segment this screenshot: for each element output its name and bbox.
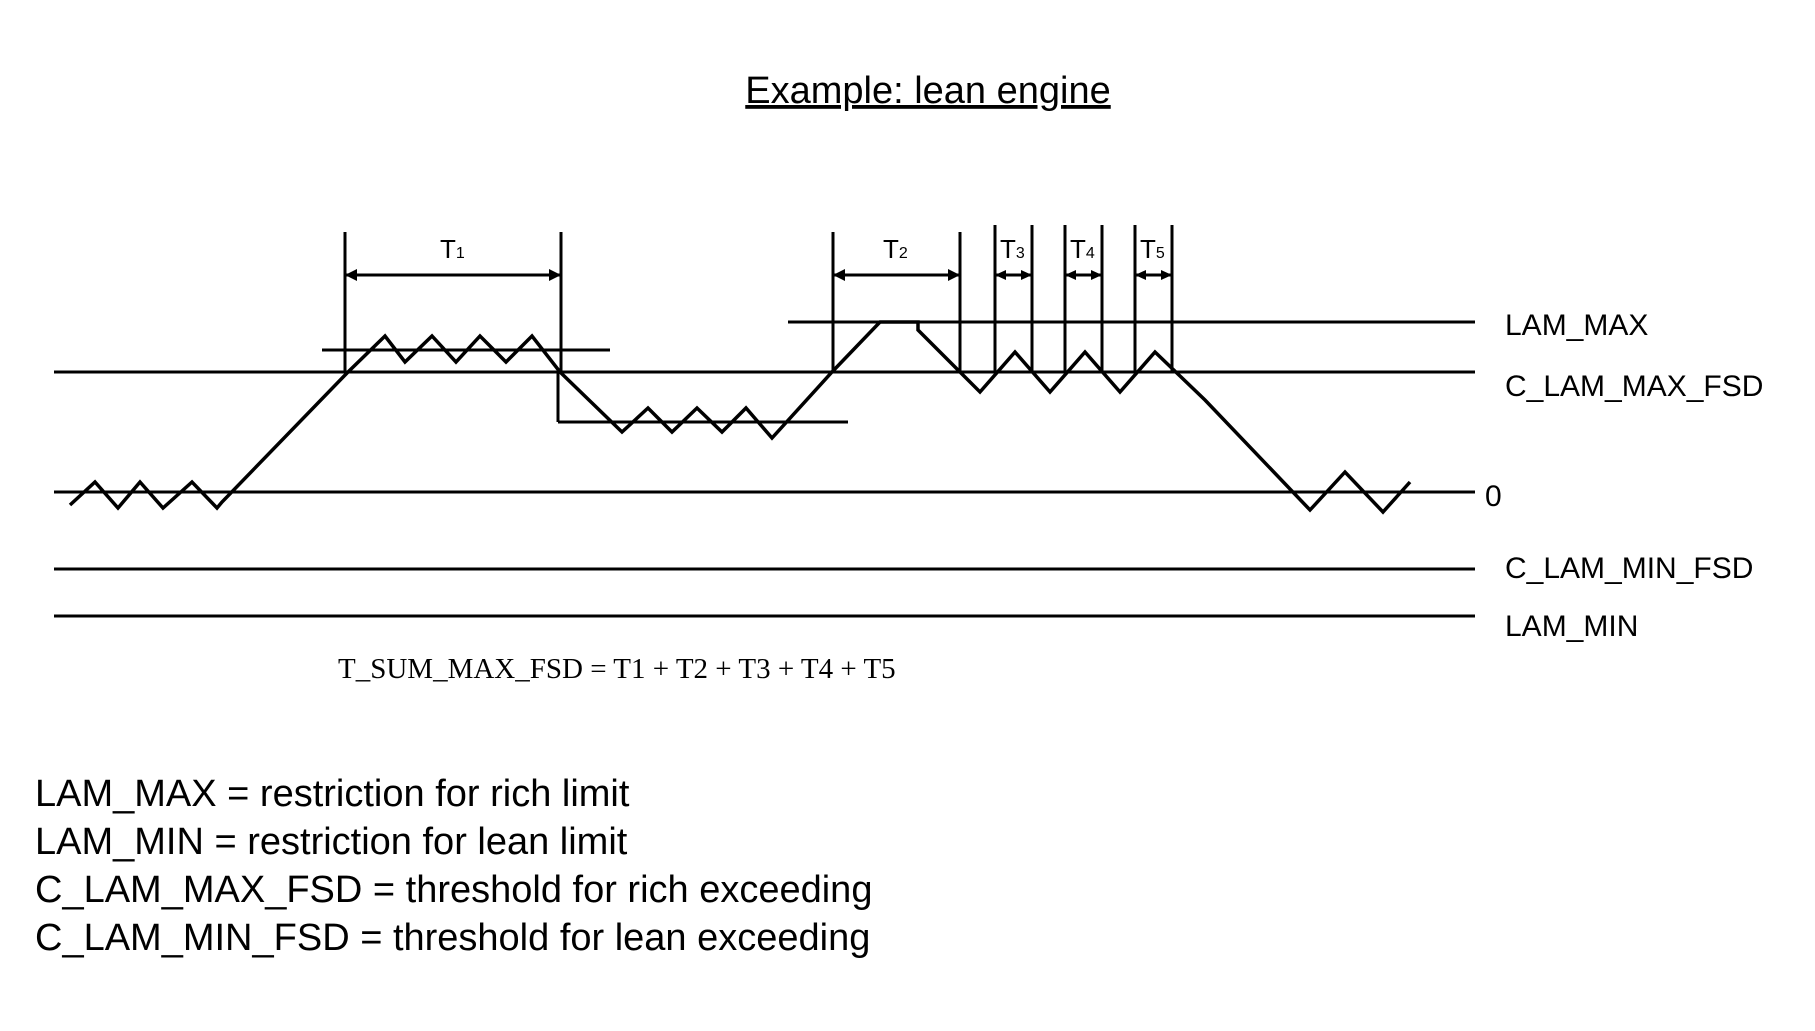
label-lam-max: LAM_MAX	[1505, 309, 1648, 342]
lambda-signal	[68, 320, 1412, 515]
label-c-lam-min-fsd: C_LAM_MIN_FSD	[1505, 552, 1753, 585]
interval-label-t1: T1	[440, 234, 465, 264]
t1-dimension-arrow	[345, 269, 561, 281]
sum-equation: T_SUM_MAX_FSD = T1 + T2 + T3 + T4 + T5	[338, 653, 896, 685]
interval-label-t3: T3	[1000, 234, 1025, 264]
t4-dimension-arrow	[1065, 270, 1102, 280]
interval-label-t5: T5	[1140, 234, 1165, 264]
label-lam-min: LAM_MIN	[1505, 610, 1638, 643]
legend-item-c-lam-max-fsd: C_LAM_MAX_FSD = threshold for rich excee…	[35, 869, 873, 911]
interval-label-t4: T4	[1070, 234, 1095, 264]
label-zero: 0	[1485, 480, 1502, 513]
t2-dimension-arrow	[833, 269, 960, 281]
legend-item-lam-min: LAM_MIN = restriction for lean limit	[35, 821, 628, 863]
t3-dimension-arrow	[995, 270, 1032, 280]
legend-list: LAM_MAX = restriction for rich limit LAM…	[35, 770, 872, 962]
interval-label-t2: T2	[883, 234, 908, 264]
label-c-lam-max-fsd: C_LAM_MAX_FSD	[1505, 370, 1763, 403]
legend-item-c-lam-min-fsd: C_LAM_MIN_FSD = threshold for lean excee…	[35, 917, 871, 959]
diagram-title: Example: lean engine	[745, 70, 1110, 112]
legend-item-lam-max: LAM_MAX = restriction for rich limit	[35, 773, 630, 815]
t5-dimension-arrow	[1135, 270, 1172, 280]
